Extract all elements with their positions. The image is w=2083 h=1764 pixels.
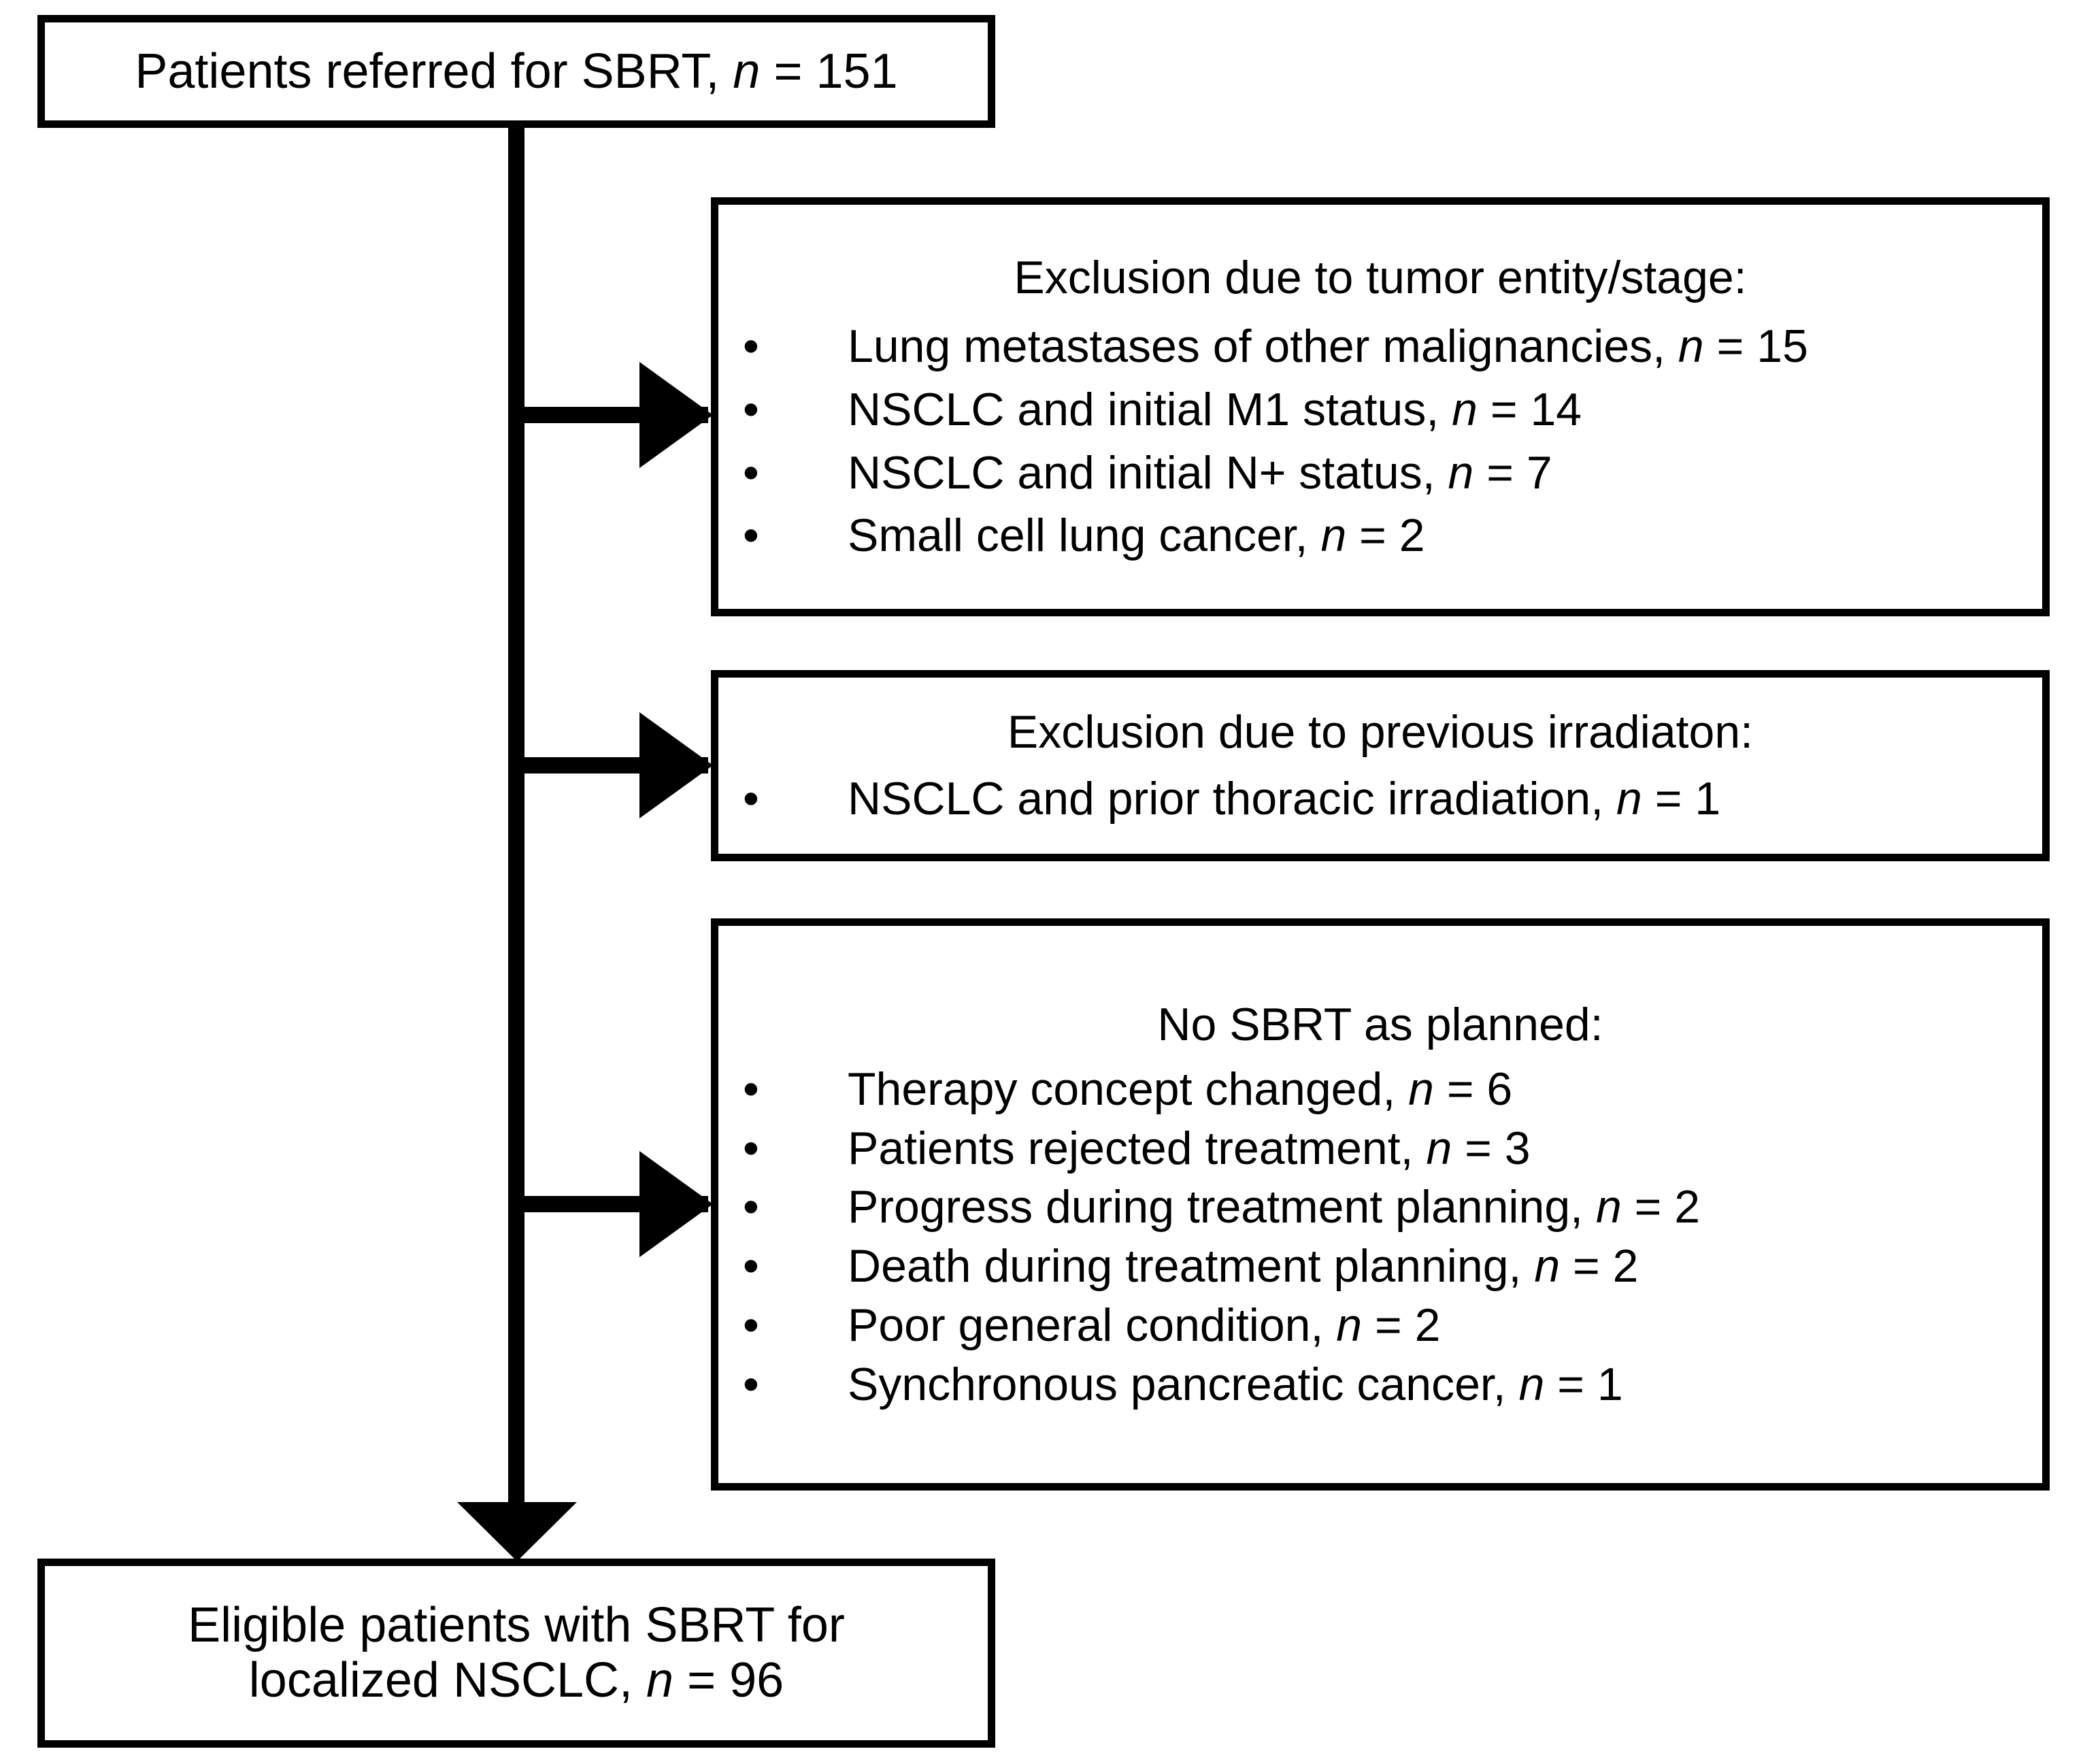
list-item-value: = 2: [1362, 1299, 1441, 1351]
list-item-label: NSCLC and initial M1 status,: [848, 383, 1452, 435]
node-exclusion-previous-irradiation: Exclusion due to previous irradiaton: • N…: [711, 670, 2050, 861]
bottom-box-prefix: localized NSCLC,: [248, 1653, 647, 1708]
list-item-label: Small cell lung cancer,: [848, 510, 1321, 562]
top-box-prefix: Patients referred for SBRT,: [135, 44, 733, 99]
list-item-n-variable: n: [1616, 772, 1642, 825]
list-item-value: = 2: [1621, 1181, 1701, 1233]
list-item-value: = 2: [1346, 510, 1425, 562]
list-item-value: = 6: [1433, 1063, 1513, 1116]
list-item: • Poor general condition, n = 2: [718, 1301, 2042, 1350]
bullet-icon: •: [743, 1358, 759, 1410]
node-exclusion-tumor-entity-stage: Exclusion due to tumor entity/stage: • Lu…: [711, 197, 2050, 616]
branch-arrowhead-1: [639, 362, 713, 468]
list-item: • Patients rejected treatment, n = 3: [718, 1122, 2042, 1174]
bullet-icon: •: [743, 1122, 759, 1174]
list-item-value: = 1: [1544, 1358, 1623, 1410]
list-item-n-variable: n: [1336, 1299, 1363, 1351]
bottom-box-suffix: = 96: [673, 1653, 784, 1708]
terminal-arrowhead: [457, 1502, 577, 1561]
bullet-icon: •: [743, 383, 759, 435]
node-eligible-patients: Eligible patients with SBRT for localize…: [37, 1559, 995, 1748]
list-item: • Small cell lung cancer, n = 2: [718, 512, 2042, 560]
list-item-value: = 14: [1477, 383, 1582, 435]
list-item-n-variable: n: [1678, 320, 1704, 373]
list-item: • Death during treatment planning, n = 2: [718, 1242, 2042, 1291]
node-patients-referred-text: Patients referred for SBRT, n = 151: [135, 44, 897, 99]
main-vertical-trunk: [508, 127, 524, 1505]
list-item: • Progress during treatment planning, n =…: [718, 1183, 2042, 1231]
bottom-box-line-2: localized NSCLC, n = 96: [249, 1653, 784, 1708]
list-item-label: Death during treatment planning,: [848, 1240, 1535, 1293]
list-item-label: NSCLC and prior thoracic irradiation,: [848, 772, 1617, 825]
exclusion-3-list: • Therapy concept changed, n = 6 • Patient…: [718, 1054, 2042, 1408]
list-item-n-variable: n: [1595, 1181, 1622, 1233]
list-item-label: Poor general condition,: [848, 1299, 1337, 1351]
list-item-n-variable: n: [1452, 383, 1478, 435]
top-box-n-variable: n: [733, 44, 761, 99]
bottom-box-n-variable: n: [646, 1653, 674, 1708]
list-item-value: = 2: [1560, 1240, 1639, 1293]
list-item-n-variable: n: [1320, 510, 1347, 562]
exclusion-2-list: • NSCLC and prior thoracic irradiation, n…: [718, 757, 2042, 823]
bullet-icon: •: [743, 320, 759, 373]
list-item-n-variable: n: [1534, 1240, 1561, 1293]
exclusion-1-heading: Exclusion due to tumor entity/stage:: [1014, 251, 1747, 303]
list-item-value: = 3: [1452, 1122, 1531, 1174]
list-item-label: Therapy concept changed,: [848, 1063, 1409, 1116]
node-no-sbrt-as-planned: No SBRT as planned: • Therapy concept cha…: [711, 918, 2050, 1491]
list-item-label: Synchronous pancreatic cancer,: [848, 1358, 1519, 1410]
list-item: • NSCLC and initial N+ status, n = 7: [718, 446, 2042, 499]
branch-line-3: [524, 1196, 708, 1212]
bottom-box-line-1: Eligible patients with SBRT for: [188, 1598, 845, 1653]
list-item-label: NSCLC and initial N+ status,: [848, 446, 1448, 499]
bullet-icon: •: [743, 446, 759, 499]
branch-line-1: [524, 407, 708, 423]
list-item-label: Lung metastases of other malignancies,: [848, 320, 1678, 373]
node-patients-referred: Patients referred for SBRT, n = 151: [37, 15, 995, 128]
list-item-n-variable: n: [1408, 1063, 1434, 1116]
branch-arrowhead-2: [639, 712, 713, 818]
exclusion-1-list: •Lung metastases of other malignancies, …: [718, 307, 2042, 560]
list-item-value: = 1: [1642, 772, 1721, 825]
bullet-icon: •: [743, 1299, 759, 1351]
exclusion-2-heading: Exclusion due to previous irradiaton:: [1007, 706, 1754, 759]
list-item-n-variable: n: [1518, 1358, 1545, 1410]
bullet-icon: •: [743, 1240, 759, 1293]
bullet-icon: •: [743, 772, 759, 825]
list-item-value: = 15: [1703, 320, 1808, 373]
branch-arrowhead-3: [639, 1151, 713, 1257]
exclusion-3-heading: No SBRT as planned:: [1157, 998, 1603, 1050]
bullet-icon: •: [743, 1063, 759, 1116]
list-item: •Lung metastases of other malignancies, …: [718, 322, 2042, 371]
list-item: • NSCLC and prior thoracic irradiation, n…: [718, 772, 2042, 825]
bullet-icon: •: [743, 1181, 759, 1233]
list-item-label: Patients rejected treatment,: [848, 1122, 1427, 1174]
list-item-n-variable: n: [1426, 1122, 1452, 1174]
list-item: • Therapy concept changed, n = 6: [718, 1065, 2042, 1114]
bullet-icon: •: [743, 510, 759, 562]
branch-line-2: [524, 757, 708, 773]
list-item-value: = 7: [1473, 446, 1552, 499]
list-item: • NSCLC and initial M1 status, n = 14: [718, 386, 2042, 434]
list-item-label: Progress during treatment planning,: [848, 1181, 1596, 1233]
list-item-n-variable: n: [1448, 446, 1474, 499]
list-item: • Synchronous pancreatic cancer, n = 1: [718, 1358, 2042, 1410]
top-box-suffix: = 151: [760, 44, 898, 99]
